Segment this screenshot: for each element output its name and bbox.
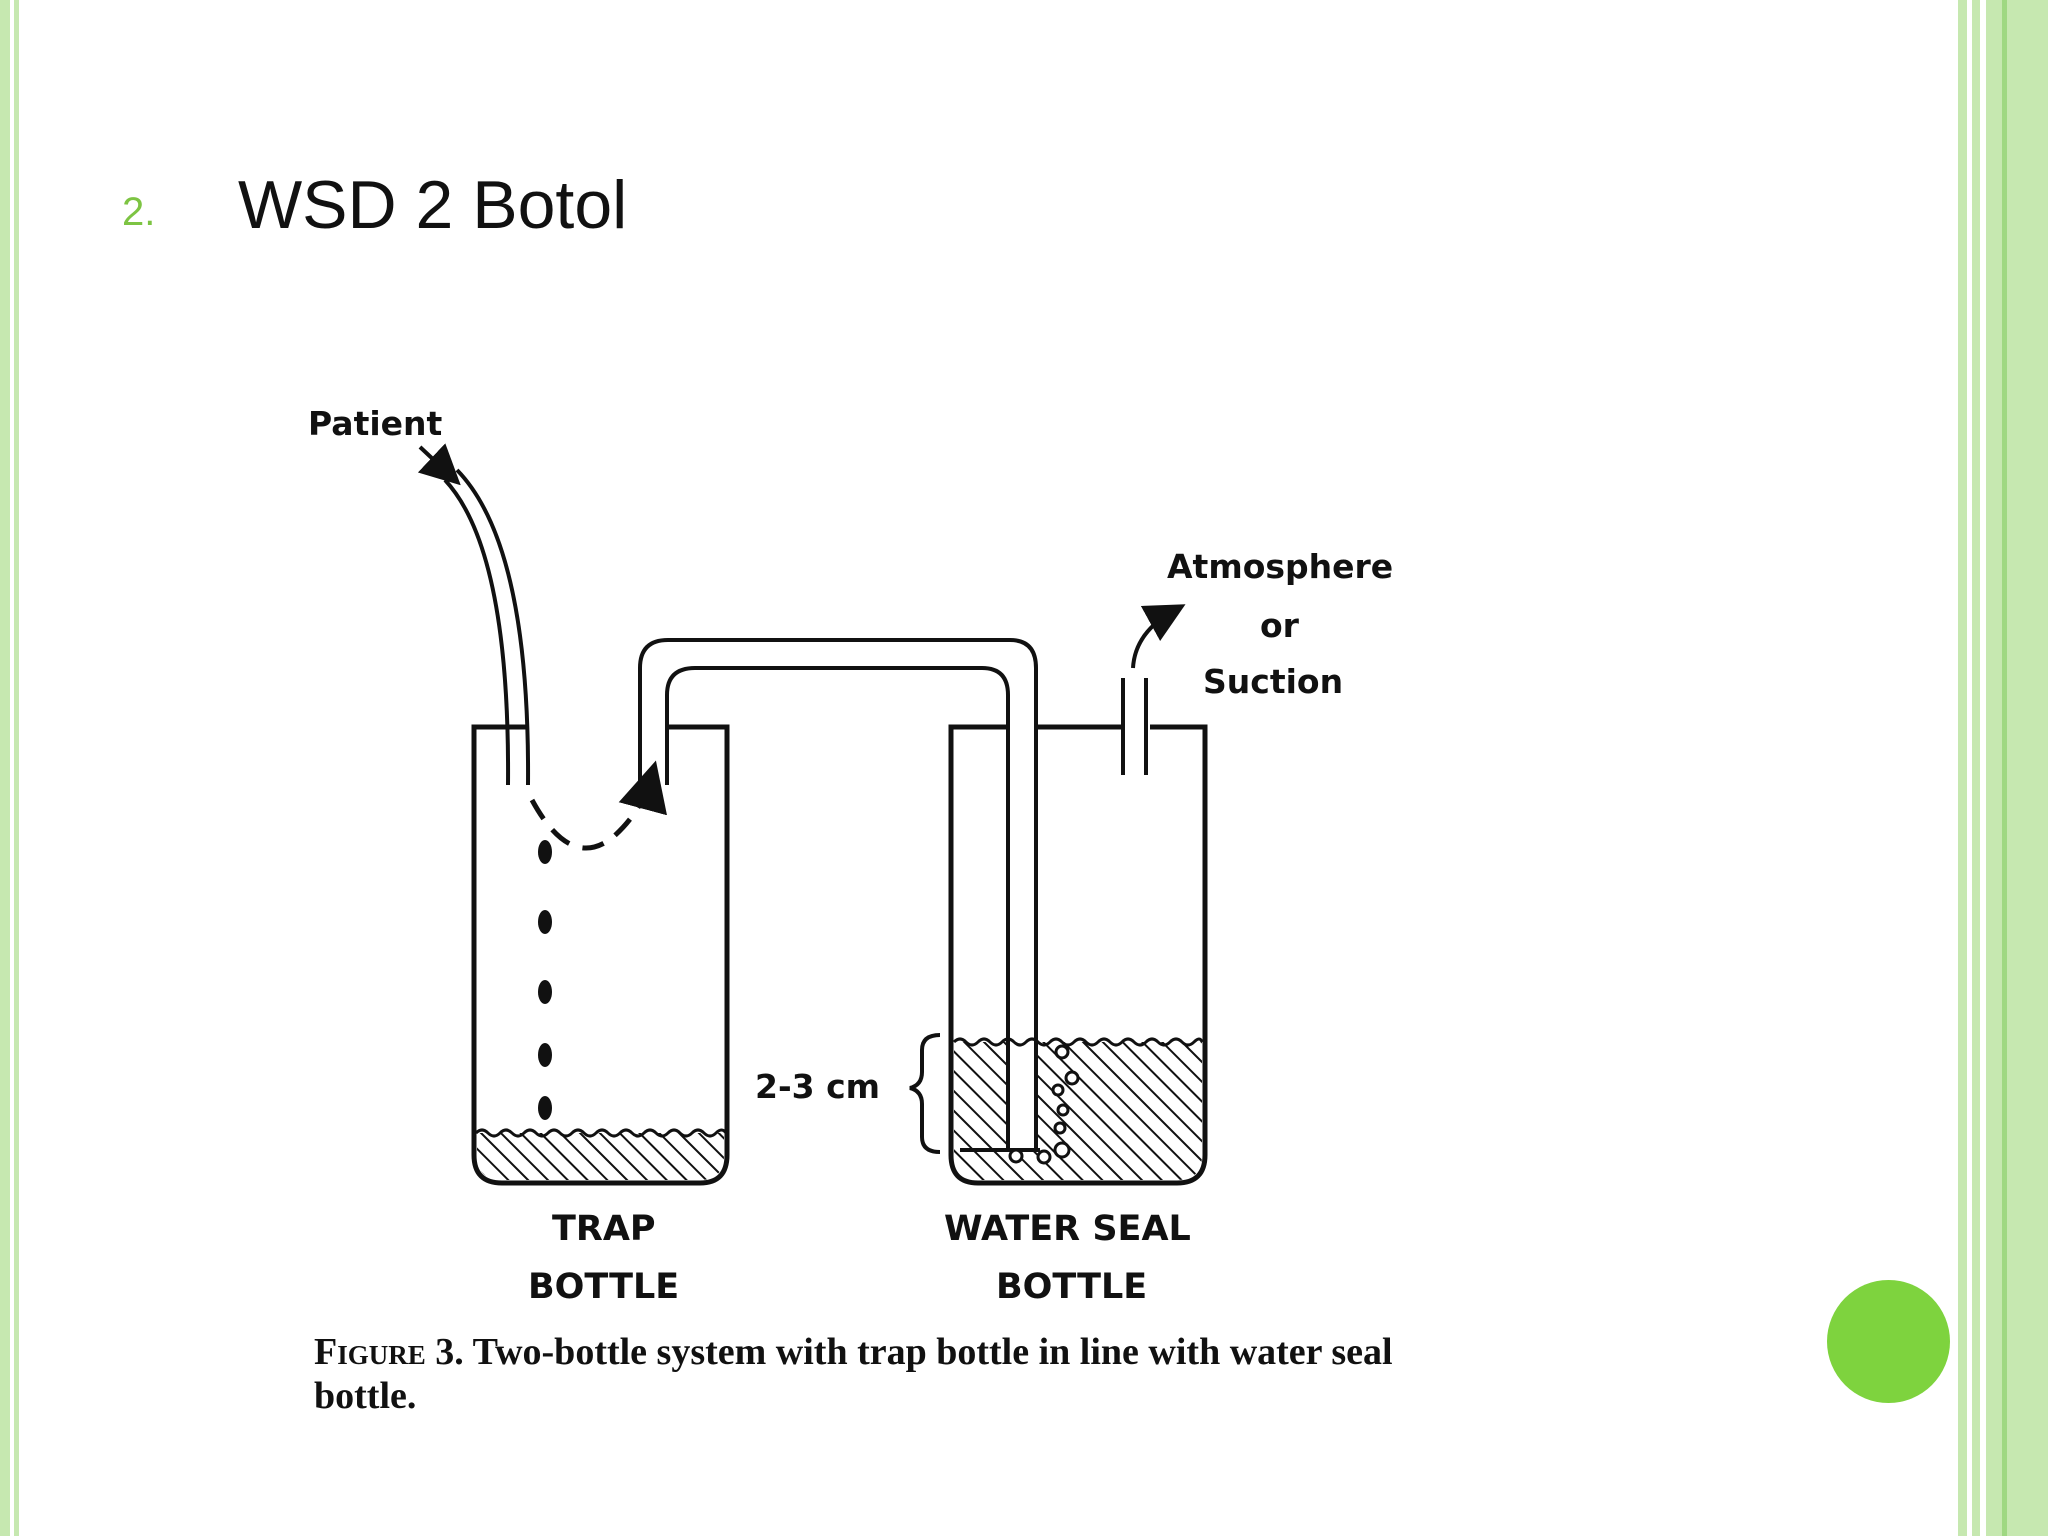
air-bubbles	[1008, 1044, 1080, 1165]
two-bottle-diagram: Patient Atmosphere or Suction 2-3 cm TRA…	[308, 404, 1393, 1307]
left-border-stripe-thin	[14, 0, 19, 1536]
decorative-green-circle	[1827, 1280, 1950, 1403]
right-border-accent	[2002, 0, 2007, 1536]
label-trap-bottle-1: TRAP	[552, 1209, 656, 1249]
right-border-band	[1986, 0, 2048, 1536]
label-or: or	[1260, 606, 1300, 645]
flow-path	[529, 760, 667, 851]
connecting-tube	[638, 638, 1038, 1150]
label-depth: 2-3 cm	[755, 1067, 880, 1106]
trap-bottle	[471, 724, 730, 1186]
slide-title: WSD 2 Botol	[238, 167, 628, 243]
patient-tube	[417, 443, 531, 786]
fluid-drops	[538, 840, 552, 1120]
depth-brace	[909, 1033, 941, 1154]
label-suction: Suction	[1203, 662, 1343, 701]
figure-label: Figure 3.	[314, 1331, 464, 1373]
label-atmosphere: Atmosphere	[1167, 547, 1393, 586]
figure-caption-text: Two-bottle system with trap bottle in li…	[314, 1331, 1393, 1417]
label-patient: Patient	[308, 404, 443, 443]
label-trap-bottle-2: BOTTLE	[528, 1267, 679, 1307]
figure-caption: Figure 3. Two-bottle system with trap bo…	[314, 1330, 1434, 1418]
vent-tube	[1121, 604, 1186, 775]
right-border-stripe	[1958, 0, 1967, 1536]
left-border-stripe	[0, 0, 10, 1536]
label-water-seal-bottle-1: WATER SEAL	[944, 1209, 1191, 1249]
label-water-seal-bottle-2: BOTTLE	[996, 1267, 1147, 1307]
list-number: 2.	[122, 190, 156, 234]
right-border-stripe	[1972, 0, 1980, 1536]
water-seal-bottle	[948, 724, 1208, 1186]
